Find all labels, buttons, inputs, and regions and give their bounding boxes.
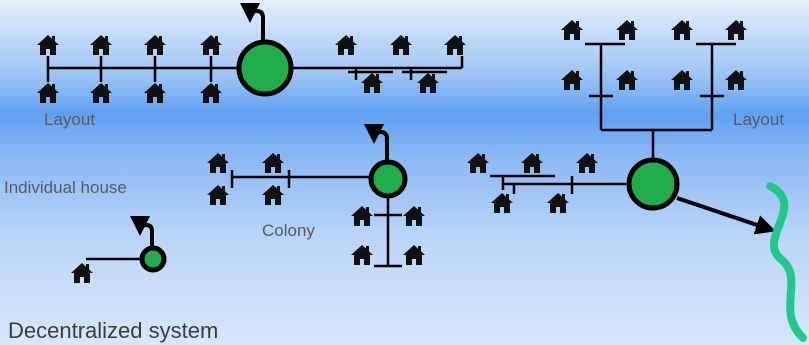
house-icon [491,193,513,213]
house-icon [671,70,693,90]
house-icon [144,83,166,103]
house-icon [616,70,638,90]
colony-network [207,123,425,268]
house-icon [200,35,222,55]
colony-label: Colony [262,221,315,240]
individual-house-network [71,215,167,283]
return-loop-arrow-icon [240,2,265,44]
house-icon [71,263,93,283]
treatment-plant-icon [139,245,167,273]
house-icon [467,153,489,173]
house-icon [390,35,412,55]
layout-label: Layout [44,110,96,129]
house-icon [361,73,383,93]
house-icon [444,35,466,55]
house-icon [144,35,166,55]
treatment-plant-icon [236,39,294,97]
house-icon [37,35,59,55]
house-icon [207,185,229,205]
return-loop-arrow-icon [364,123,389,161]
individual-house-label: Individual house [4,178,127,197]
house-icon [37,83,59,103]
house-icon [671,20,693,40]
layout-left-network [37,2,466,103]
layout-right-network [467,20,807,342]
layout-label: Layout [733,110,785,129]
house-icon [403,245,425,265]
house-icon [547,193,569,213]
house-icon [521,153,543,173]
house-icon [351,245,373,265]
house-icon [90,35,112,55]
house-icon [561,70,583,90]
house-icon [417,73,439,93]
house-icon [576,153,598,173]
house-icon [335,35,357,55]
house-icon [351,206,373,226]
house-icon [262,153,284,173]
house-icon [725,70,747,90]
receiving-water-icon [766,182,807,342]
house-icon [616,20,638,40]
treatment-plant-icon [368,159,408,199]
house-icon [262,185,284,205]
discharge-arrow-icon [676,196,776,235]
house-icon [561,20,583,40]
house-icon [207,153,229,173]
house-icon [403,206,425,226]
diagram-title: Decentralized system [8,318,219,343]
house-icon [200,83,222,103]
house-icon [725,20,747,40]
house-icon [90,83,112,103]
treatment-plant-icon [626,157,680,211]
return-loop-arrow-icon [130,215,154,246]
